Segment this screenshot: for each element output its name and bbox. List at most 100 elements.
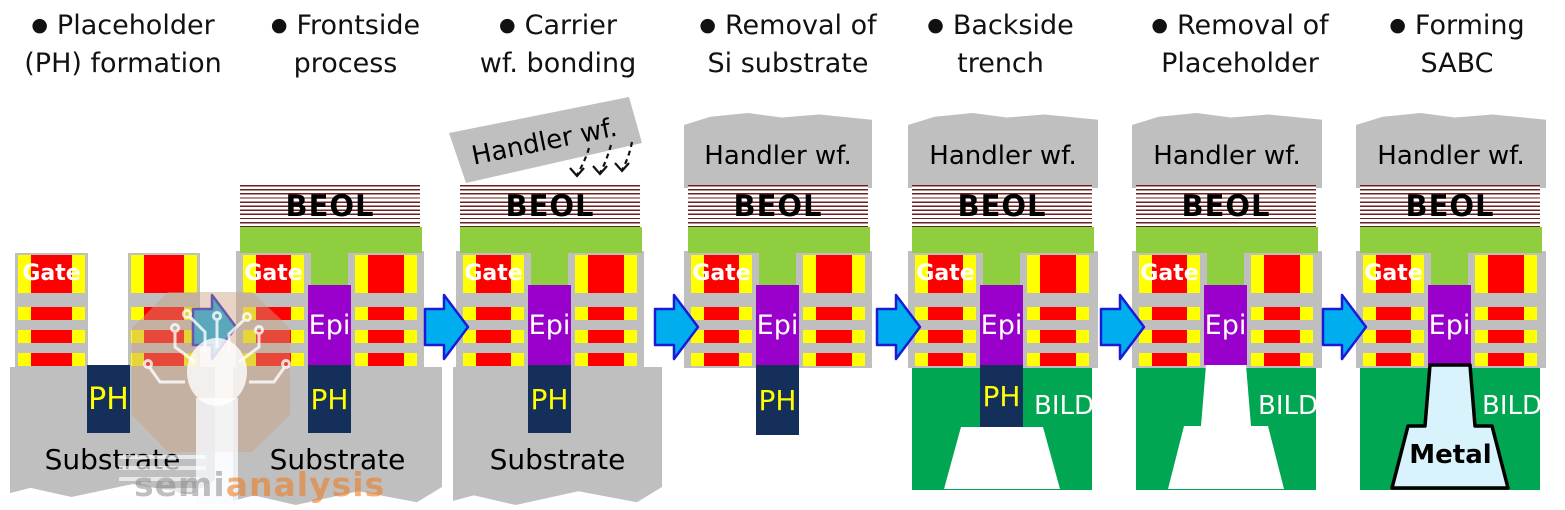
- spacer-stripe: [963, 255, 976, 293]
- step-label-line2: wf. bonding: [479, 48, 637, 79]
- step-label-3: ●Carrier wf. bonding: [452, 6, 664, 83]
- step-label-line1: ●Removal of: [672, 6, 904, 45]
- frontside-dielectric: [240, 227, 422, 253]
- beol-layer: BEOL: [912, 185, 1092, 227]
- spacer-stripe: [1139, 353, 1152, 366]
- channel-stripe: [1264, 353, 1300, 366]
- gate-stack-right: [128, 253, 200, 367]
- step-label-4: ●Removal of Si substrate: [672, 6, 904, 83]
- spacer-stripe: [1251, 353, 1264, 366]
- spacer-stripe: [404, 330, 417, 343]
- channel-stripe: [1152, 330, 1187, 343]
- gate-label: Gate: [916, 261, 975, 286]
- spacer-stripe: [131, 330, 144, 343]
- spacer-stripe: [1187, 353, 1200, 366]
- spacer-stripe: [184, 255, 197, 293]
- frontside-dielectric-tab: [759, 253, 796, 287]
- spacer-stripe: [291, 255, 304, 293]
- gate-stack-left: Gate: [15, 253, 88, 367]
- step-label-line2: Placeholder: [1161, 48, 1319, 79]
- gate-label: Gate: [1364, 261, 1423, 286]
- step-label-line1: ●Forming: [1352, 6, 1562, 45]
- spacer-stripe: [803, 330, 816, 343]
- sheet-row: [575, 330, 637, 343]
- handler-wafer: Handler wf.: [908, 113, 1098, 188]
- spacer-stripe: [1475, 307, 1488, 320]
- bild-layer: [1360, 368, 1540, 490]
- spacer-stripe: [852, 307, 865, 320]
- beol-layer: BEOL: [1360, 185, 1540, 227]
- spacer-stripe: [691, 353, 704, 366]
- gate-stripe: [144, 255, 184, 293]
- spacer-stripe: [852, 255, 865, 293]
- gate-layer: [1363, 255, 1424, 293]
- gate-layer: [131, 255, 197, 293]
- step-text: Carrier: [524, 10, 617, 41]
- spacer-stripe: [131, 307, 144, 320]
- spacer-stripe: [803, 353, 816, 366]
- gate-stripe: [928, 255, 963, 293]
- sheet-row: [1251, 330, 1313, 343]
- spacer-stripe: [291, 330, 304, 343]
- spacer-stripe: [1363, 255, 1376, 293]
- bonding-arrows: [569, 141, 634, 178]
- arrowhead: [614, 162, 630, 173]
- bullet-icon: ●: [31, 14, 48, 36]
- sheet-row: [1475, 330, 1537, 343]
- spacer-stripe: [404, 255, 417, 293]
- channel-stripe: [256, 330, 291, 343]
- frontside-dielectric-tab: [531, 253, 568, 287]
- spacer-stripe: [18, 353, 31, 366]
- channel-stripe: [816, 330, 852, 343]
- gate-stripe: [1040, 255, 1076, 293]
- spacer-stripe: [1411, 307, 1424, 320]
- spacer-stripe: [131, 255, 144, 293]
- spacer-stripe: [1187, 255, 1200, 293]
- gate-stripe: [1376, 255, 1411, 293]
- channel-stripe: [31, 307, 72, 320]
- epi-block: Epi: [756, 285, 799, 365]
- gate-stack-left: Gate: [460, 253, 527, 367]
- spacer-stripe: [624, 307, 637, 320]
- spacer-stripe: [1027, 255, 1040, 293]
- arrowhead: [592, 165, 608, 176]
- step-label-line1: ●Removal of: [1124, 6, 1356, 45]
- spacer-stripe: [575, 353, 588, 366]
- channel-stripe: [368, 330, 404, 343]
- spacer-stripe: [1524, 353, 1537, 366]
- gate-layer: [691, 255, 752, 293]
- sheet-row: [691, 330, 752, 343]
- sheet-row: [803, 307, 865, 320]
- spacer-stripe: [184, 353, 197, 366]
- bullet-icon: ●: [1151, 14, 1168, 36]
- sheet-row: [1475, 353, 1537, 366]
- channel-stripe: [816, 307, 852, 320]
- sheet-row: [691, 307, 752, 320]
- sheet-row: [131, 353, 197, 366]
- spacer-stripe: [803, 255, 816, 293]
- step-label-line1: ●Placeholder: [8, 6, 238, 45]
- spacer-stripe: [624, 255, 637, 293]
- spacer-stripe: [404, 307, 417, 320]
- spacer-stripe: [963, 307, 976, 320]
- gate-stack-right: [1248, 253, 1316, 367]
- spacer-stripe: [463, 353, 476, 366]
- spacer-stripe: [1363, 353, 1376, 366]
- beol-layer: BEOL: [240, 185, 420, 227]
- channel-stripe: [1488, 353, 1524, 366]
- epi-block: Epi: [528, 285, 571, 365]
- channel-stripe: [704, 330, 739, 343]
- channel-stripe: [928, 307, 963, 320]
- gate-layer: [575, 255, 637, 293]
- bullet-icon: ●: [927, 14, 944, 36]
- frontside-dielectric: [688, 227, 870, 253]
- spacer-stripe: [1076, 307, 1089, 320]
- substrate-label: Substrate: [44, 443, 181, 476]
- step-text: Backside: [952, 10, 1074, 41]
- gate-layer: [1027, 255, 1089, 293]
- channel-stripe: [1152, 353, 1187, 366]
- spacer-stripe: [691, 307, 704, 320]
- frontside-dielectric-tab: [1431, 253, 1468, 287]
- spacer-stripe: [355, 307, 368, 320]
- channel-stripe: [144, 307, 184, 320]
